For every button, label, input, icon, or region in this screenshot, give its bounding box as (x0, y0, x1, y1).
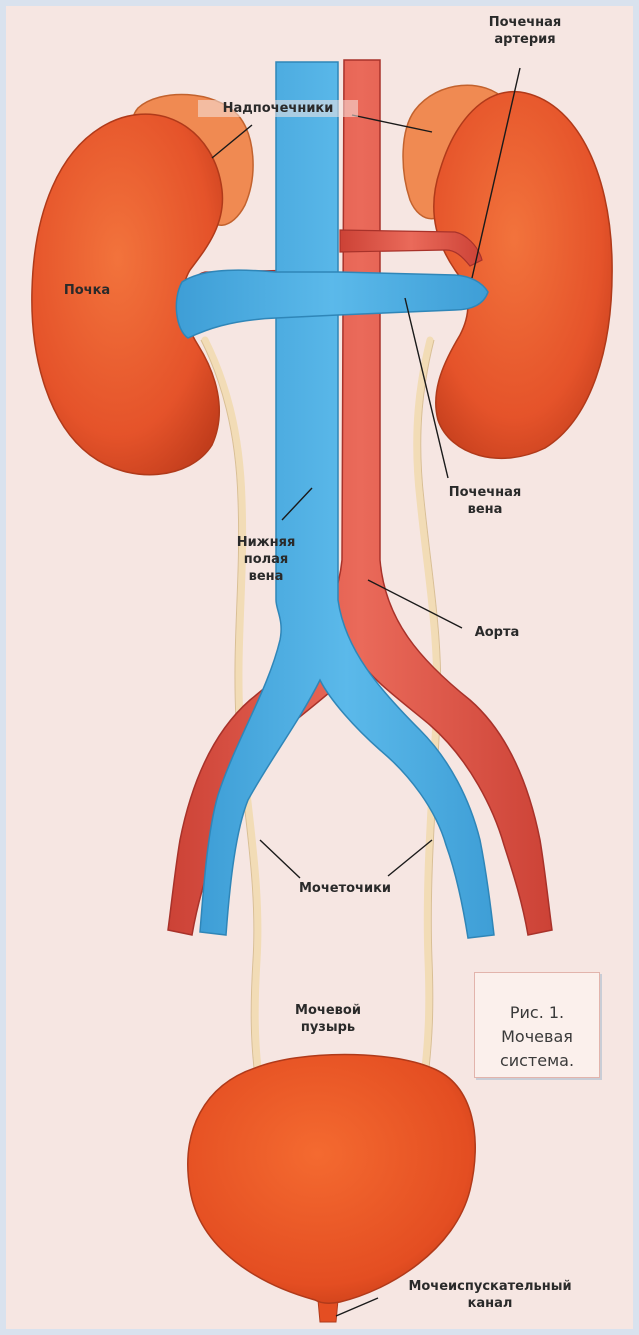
label-ureters: Мочеточики (270, 880, 420, 897)
label-inferior-vena-cava: Нижняя полая вена (218, 534, 314, 585)
label-renal-vein: Почечная вена (430, 484, 540, 518)
label-aorta: Аорта (462, 624, 532, 641)
label-renal-artery: Почечная артерия (470, 14, 580, 48)
label-bladder: Мочевой пузырь (280, 1002, 376, 1036)
label-adrenal-glands: Надпочечники (198, 100, 358, 117)
label-kidney: Почка (52, 282, 122, 299)
label-urethra: Мочеиспускательный канал (380, 1278, 600, 1312)
figure-caption-box: Рис. 1. Мочевая система. (474, 972, 600, 1078)
figure-caption: Рис. 1. Мочевая система. (475, 1001, 599, 1073)
